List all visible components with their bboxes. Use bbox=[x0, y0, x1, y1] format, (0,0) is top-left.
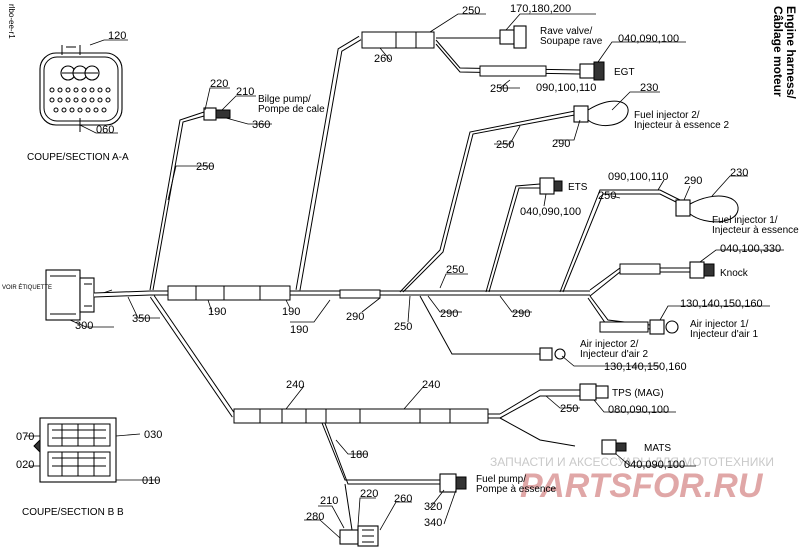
section-a-label: COUPE/SECTION A-A bbox=[27, 152, 129, 163]
callout-250g: 250 bbox=[394, 321, 412, 333]
callout-190c: 190 bbox=[290, 324, 308, 336]
label-air-injector-1-2: Injecteur d'air 1 bbox=[690, 329, 758, 340]
title-line-1: Engine harness/ bbox=[784, 6, 798, 99]
callout-080: 080,090,100 bbox=[608, 404, 669, 416]
callout-010: 010 bbox=[142, 475, 160, 487]
callout-320: 320 bbox=[424, 501, 442, 513]
connector-fuel-injector-1 bbox=[675, 195, 739, 223]
callout-230b: 230 bbox=[730, 167, 748, 179]
watermark-text: ЗАПЧАСТИ И АКСЕССУАРЫ ДЛЯ МОТОТЕХНИКИ bbox=[490, 455, 774, 469]
connector-rave-valve bbox=[499, 25, 527, 49]
label-fuel-pump-1: Fuel pump/ bbox=[476, 474, 526, 485]
label-air-injector-2-1: Air injector 2/ bbox=[580, 339, 639, 350]
svg-text:VOIR ÉTIQUETTE: VOIR ÉTIQUETTE bbox=[2, 284, 52, 291]
connector-egt bbox=[579, 61, 605, 81]
callout-170: 170,180,200 bbox=[510, 3, 571, 15]
connector-fuel-pump-lower bbox=[339, 525, 379, 547]
callout-230a: 230 bbox=[640, 82, 658, 94]
label-fuel-injector-1-1: Fuel injector 1/ bbox=[712, 215, 778, 226]
connector-bilge-pump bbox=[203, 107, 231, 121]
connector-ets bbox=[539, 177, 563, 195]
section-b-label: COUPE/SECTION B B bbox=[22, 507, 124, 518]
harness-sleeves bbox=[167, 31, 661, 424]
callout-290d: 290 bbox=[512, 308, 530, 320]
callout-250f: 250 bbox=[446, 264, 464, 276]
label-air-injector-2-2: Injecteur d'air 2 bbox=[580, 349, 648, 360]
label-knock: Knock bbox=[720, 268, 749, 279]
callout-020: 020 bbox=[16, 459, 34, 471]
callout-220a: 220 bbox=[210, 78, 228, 90]
callout-250h: 250 bbox=[560, 403, 578, 415]
label-ets: ETS bbox=[568, 182, 588, 193]
callout-190b: 190 bbox=[282, 306, 300, 318]
callout-130b: 130,140,150,160 bbox=[604, 361, 687, 373]
callout-220b: 220 bbox=[360, 488, 378, 500]
callout-290b: 290 bbox=[684, 175, 702, 187]
callout-250e: 250 bbox=[598, 190, 616, 202]
callout-250a: 250 bbox=[196, 161, 214, 173]
callout-290a: 290 bbox=[552, 138, 570, 150]
callout-190a: 190 bbox=[208, 306, 226, 318]
callout-030: 030 bbox=[144, 429, 162, 441]
callout-040d: 040,090,100 bbox=[624, 459, 685, 471]
label-fuel-injector-1-2: Injecteur à essence 1 bbox=[712, 225, 800, 236]
callout-290c: 290 bbox=[440, 308, 458, 320]
callout-040a: 040,090,100 bbox=[618, 33, 679, 45]
connector-fuel-pump bbox=[439, 473, 467, 493]
label-egt: EGT bbox=[614, 67, 635, 78]
callout-240b: 240 bbox=[422, 379, 440, 391]
label-fuel-injector-2-1: Fuel injector 2/ bbox=[634, 110, 700, 121]
callout-040c: 040,100,330 bbox=[720, 243, 781, 255]
callout-130a: 130,140,150,160 bbox=[680, 298, 763, 310]
corner-note: VOIR ÉTIQUETTE bbox=[2, 284, 52, 291]
callout-340: 340 bbox=[424, 517, 442, 529]
label-fuel-pump-2: Pompe à essence bbox=[476, 484, 556, 495]
section-b-connector bbox=[33, 417, 117, 483]
ecu-connector bbox=[45, 269, 95, 321]
callout-300: 300 bbox=[75, 320, 93, 332]
callout-250d: 250 bbox=[496, 139, 514, 151]
title-block: Engine harness/ Câblage moteur bbox=[771, 6, 798, 99]
callout-290e: 290 bbox=[346, 311, 364, 323]
callout-040b: 040,090,100 bbox=[520, 206, 581, 218]
svg-text:rlbo-ee-r1: rlbo-ee-r1 bbox=[7, 4, 16, 39]
doc-code: rlbo-ee-r1 bbox=[7, 4, 16, 39]
label-bilge-pump-1: Bilge pump/ bbox=[258, 94, 311, 105]
label-mats: MATS bbox=[644, 443, 671, 454]
label-bilge-pump-2: Pompe de cale bbox=[258, 104, 325, 115]
label-tps: TPS (MAG) bbox=[612, 388, 664, 399]
section-a-connector bbox=[39, 45, 123, 132]
callout-060: 060 bbox=[96, 124, 114, 136]
callout-350: 350 bbox=[132, 313, 150, 325]
label-rave-valve-1: Rave valve/ bbox=[540, 26, 592, 37]
watermark-brand: PARTSFOR.RU bbox=[520, 467, 764, 505]
connector-air-injector-2 bbox=[539, 347, 566, 361]
callout-210a: 210 bbox=[236, 86, 254, 98]
callout-090a: 090,100,110 bbox=[536, 82, 596, 94]
connector-tps bbox=[579, 383, 609, 401]
callout-240a: 240 bbox=[286, 379, 304, 391]
connector-air-injector-1 bbox=[649, 319, 679, 335]
connector-knock bbox=[689, 261, 715, 279]
connector-mats bbox=[601, 439, 627, 455]
connector-fuel-injector-2 bbox=[573, 100, 629, 127]
label-rave-valve-2: Soupape rave bbox=[540, 36, 603, 47]
callout-250c: 250 bbox=[490, 83, 508, 95]
callout-260a: 260 bbox=[374, 53, 392, 65]
callout-260b: 260 bbox=[394, 493, 412, 505]
callout-250b: 250 bbox=[462, 5, 480, 17]
callout-120: 120 bbox=[108, 30, 126, 42]
callout-360: 360 bbox=[252, 119, 270, 131]
label-fuel-injector-2-2: Injecteur à essence 2 bbox=[634, 120, 729, 131]
title-line-2: Câblage moteur bbox=[771, 6, 785, 97]
callout-180: 180 bbox=[350, 449, 368, 461]
label-air-injector-1-1: Air injector 1/ bbox=[690, 319, 749, 330]
callout-210b: 210 bbox=[320, 495, 338, 507]
callout-280: 280 bbox=[306, 511, 324, 523]
callout-070: 070 bbox=[16, 431, 34, 443]
callout-090b: 090,100,110 bbox=[608, 171, 668, 183]
